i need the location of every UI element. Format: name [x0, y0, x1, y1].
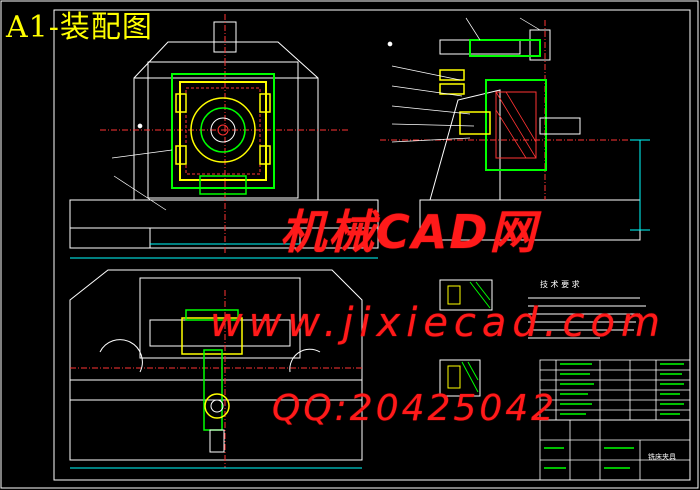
sheet-inner-border — [53, 9, 691, 481]
title-block — [539, 419, 691, 481]
watermark-url: www.jixiecad.com — [210, 300, 666, 346]
front-view-fixture-plate — [171, 73, 275, 195]
tech-notes-lines — [528, 297, 646, 339]
section-details — [439, 279, 493, 397]
watermark-qq: QQ:20425042 — [272, 388, 558, 429]
drawing-title: A1-装配图 — [6, 10, 153, 45]
bom-table — [539, 359, 691, 421]
side-view-leaders — [387, 17, 541, 143]
title-block-part-name: 铣床夹具 — [648, 453, 676, 461]
front-view — [69, 14, 379, 259]
watermark-site-name: 机械CAD网 — [280, 205, 538, 259]
front-view-leaders — [111, 123, 173, 211]
tech-notes-title: 技 术 要 求 — [540, 280, 580, 289]
top-view-clamp-block — [181, 309, 243, 453]
side-view-clamp — [439, 39, 581, 171]
